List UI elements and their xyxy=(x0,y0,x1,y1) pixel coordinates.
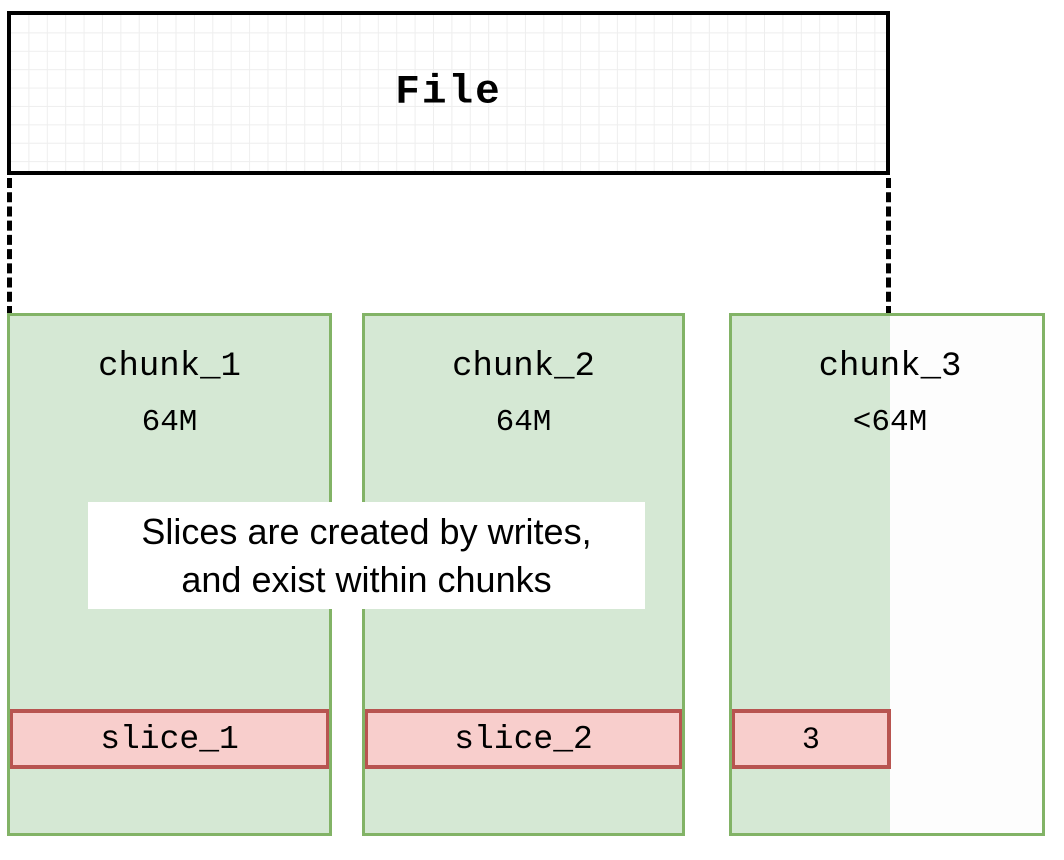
chunk-size-3: <64M xyxy=(852,405,928,440)
chunk-name-1: chunk_1 xyxy=(98,348,241,386)
chunk-name-3: chunk_3 xyxy=(818,348,962,386)
file-right-guide-line xyxy=(886,178,891,316)
slice-label-3: 3 xyxy=(802,722,820,755)
slice-label-2: slice_2 xyxy=(454,720,593,758)
chunk-name-2: chunk_2 xyxy=(452,348,595,386)
chunk-box-3: chunk_3 <64M 3 xyxy=(729,313,1045,836)
slice-label-1: slice_1 xyxy=(100,720,239,758)
file-left-guide-line xyxy=(7,178,12,316)
chunk-size-1: 64M xyxy=(141,405,198,440)
slice-box-2: slice_2 xyxy=(365,709,682,769)
file-box: File xyxy=(7,11,890,175)
file-label: File xyxy=(395,69,502,116)
chunk-size-2: 64M xyxy=(495,405,552,440)
callout-annotation: Slices are created by writes, and exist … xyxy=(88,502,645,609)
slice-box-1: slice_1 xyxy=(10,709,329,769)
slice-box-3: 3 xyxy=(732,709,891,769)
callout-line-2: and exist within chunks xyxy=(181,558,552,600)
callout-line-1: Slices are created by writes, xyxy=(141,510,592,552)
